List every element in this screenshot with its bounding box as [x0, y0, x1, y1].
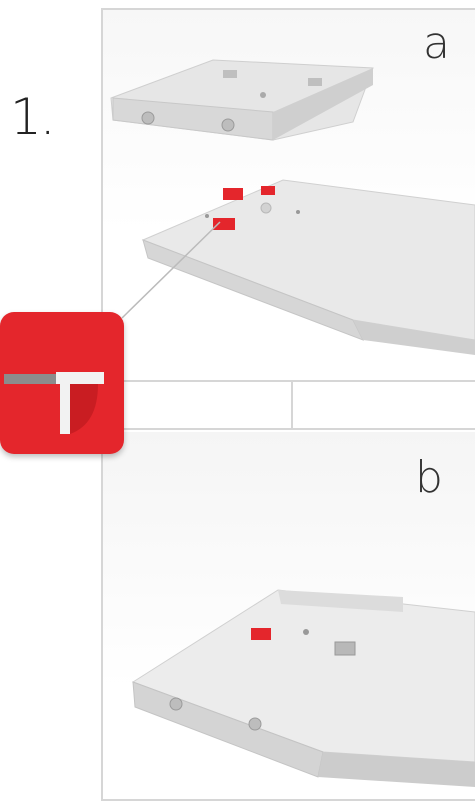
panel-a-letter: a — [423, 18, 450, 69]
panel-a: a — [103, 10, 475, 380]
t-profile-icon — [0, 312, 124, 454]
panel-b: b — [103, 432, 475, 799]
bracket-part — [111, 60, 373, 140]
profile-badge — [0, 312, 124, 454]
panel-a-illustration — [103, 10, 475, 380]
assembled-part — [133, 590, 475, 787]
panel-b-letter: b — [415, 452, 443, 503]
step-number: 1. — [10, 88, 54, 146]
panel-divider — [103, 380, 475, 430]
plate-part — [143, 180, 475, 355]
